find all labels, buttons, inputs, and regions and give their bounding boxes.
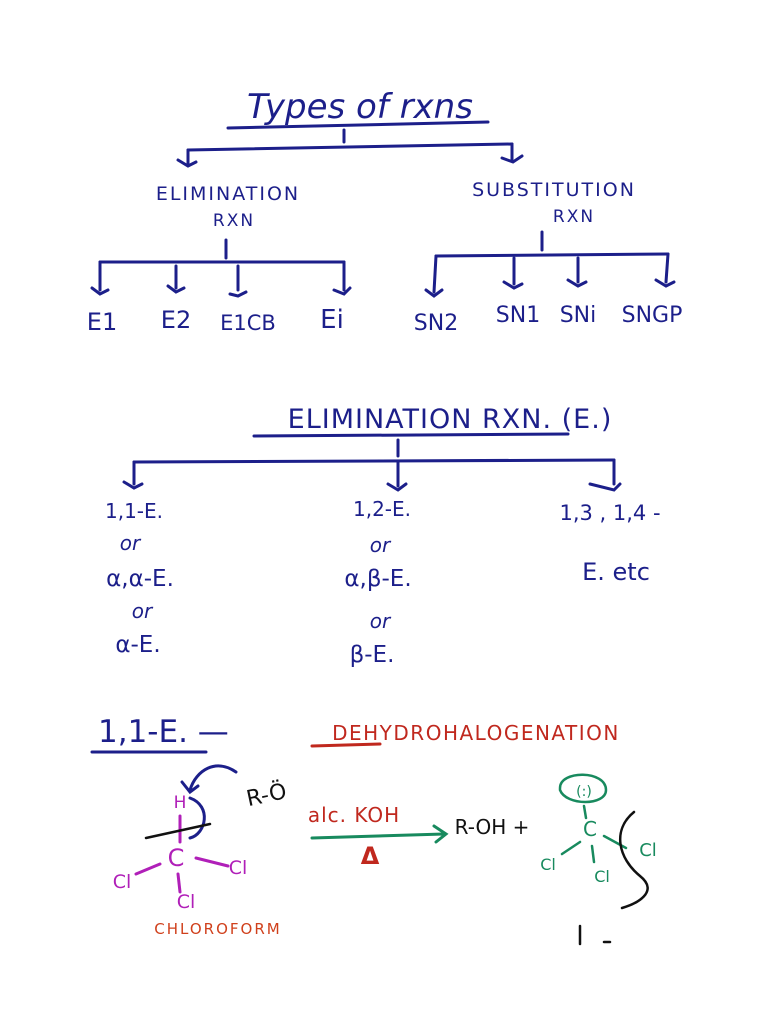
arrow-col2 — [386, 460, 408, 492]
bubble-tail — [582, 804, 588, 820]
col1-line1: 1,1-E. — [105, 499, 163, 523]
col3-line1: 1,3 , 1,4 - — [559, 501, 660, 525]
col2-or1: or — [370, 533, 392, 557]
elimination-rxn-label: RXN — [213, 211, 255, 231]
atom-cl-right: Cl — [229, 857, 248, 879]
curved-arrow-carbene — [619, 810, 649, 910]
substitution-heading: SUBSTITUTION — [472, 179, 636, 201]
arrow-e1 — [90, 260, 110, 296]
reaction-name: DEHYDROHALOGENATION — [332, 721, 620, 745]
type-ei: Ei — [320, 305, 344, 335]
type-sn2: SN2 — [414, 311, 458, 336]
heat-symbol: Δ — [361, 842, 380, 870]
carbene-cl-bottom: Cl — [594, 867, 610, 886]
chloroform-label: CHLOROFORM — [154, 920, 281, 938]
arrow-e1cb — [228, 264, 248, 298]
reaction-name-underline — [310, 742, 382, 748]
arrow-sni — [566, 256, 588, 288]
substitution-rxn-label: RXN — [553, 207, 595, 227]
tree-bar-top — [186, 142, 514, 152]
atom-c-chloroform: C — [168, 844, 185, 872]
title-underline — [226, 120, 490, 130]
arrow-ei — [332, 260, 352, 296]
arrow-col1 — [122, 460, 144, 490]
bond-break-mark — [144, 822, 212, 840]
section-dehydrohalogenation: 1,1-E. — DEHYDROHALOGENATION R-Ö H C Cl … — [90, 714, 657, 946]
carbene-bond-bottom — [590, 844, 596, 864]
bond-c-cl-bottom — [176, 872, 182, 894]
lone-pair-label: (:) — [576, 784, 592, 800]
arrow-sn2 — [424, 254, 444, 298]
col2-or2: or — [370, 609, 392, 633]
col1-or2: or — [132, 599, 154, 623]
arrow-e2 — [166, 264, 186, 294]
carbene-cl-right: Cl — [639, 840, 657, 861]
section3-heading: 1,1-E. — — [98, 714, 229, 750]
atom-cl-bottom: Cl — [177, 891, 196, 913]
type-e1: E1 — [87, 308, 117, 336]
section1-title: Types of rxns — [247, 87, 473, 127]
section-elimination-rxn: ELIMINATION RXN. (E.) 1,1-E. or α,α-E. o… — [105, 404, 661, 668]
reaction-conditions: alc. KOH — [308, 803, 400, 827]
atom-h: H — [174, 793, 187, 813]
chloroform-structure: R-Ö H C Cl Cl Cl CHLOROFORM — [113, 764, 289, 938]
section2-underline — [252, 432, 570, 438]
section2-bar — [132, 458, 616, 464]
col2-line3: β-E. — [350, 642, 395, 668]
reaction-arrow — [310, 824, 449, 844]
col1-line2: α,α-E. — [106, 566, 174, 592]
arrow-sn1 — [502, 256, 524, 290]
reagent-label: R-Ö — [244, 778, 289, 812]
col2-line2: α,β-E. — [344, 566, 411, 592]
arrow-to-substitution — [500, 142, 524, 164]
section-types-of-rxns: Types of rxns ELIMINATION RXN SUBSTITUTI… — [87, 87, 683, 336]
type-sni: SNi — [560, 303, 597, 328]
arrow-col3 — [588, 458, 622, 492]
dichlorocarbene-structure: (:) C Cl Cl Cl — [540, 773, 657, 946]
curved-arrow-attack — [180, 764, 238, 795]
bond-c-cl-left — [134, 862, 162, 876]
carbene-bond-right — [602, 834, 628, 850]
section2-title: ELIMINATION RXN. (E.) — [288, 404, 613, 435]
type-e1cb: E1CB — [220, 311, 276, 335]
carbene-cl-left: Cl — [540, 855, 556, 874]
carbene-bond-left — [560, 840, 582, 856]
substitution-bar — [434, 252, 670, 258]
atom-cl-left: Cl — [113, 871, 132, 893]
curved-arrow-ring — [188, 796, 206, 840]
col1-line3: α-E. — [115, 632, 160, 658]
atom-c-carbene: C — [583, 817, 597, 841]
arrow-sngp — [654, 252, 676, 288]
partial-stroke-bottom — [578, 924, 612, 946]
col2-line1: 1,2-E. — [353, 497, 411, 521]
lone-pair-bubble — [558, 773, 608, 804]
col3-line2: E. etc — [582, 558, 650, 586]
type-sngp: SNGP — [622, 303, 683, 328]
type-sn1: SN1 — [496, 303, 540, 328]
bond-c-cl-right — [194, 856, 230, 868]
type-e2: E2 — [161, 306, 191, 334]
product-text: R-OH + — [455, 815, 530, 839]
arrow-to-elimination — [176, 148, 198, 168]
elimination-heading: ELIMINATION — [156, 183, 300, 205]
col1-or1: or — [120, 531, 142, 555]
